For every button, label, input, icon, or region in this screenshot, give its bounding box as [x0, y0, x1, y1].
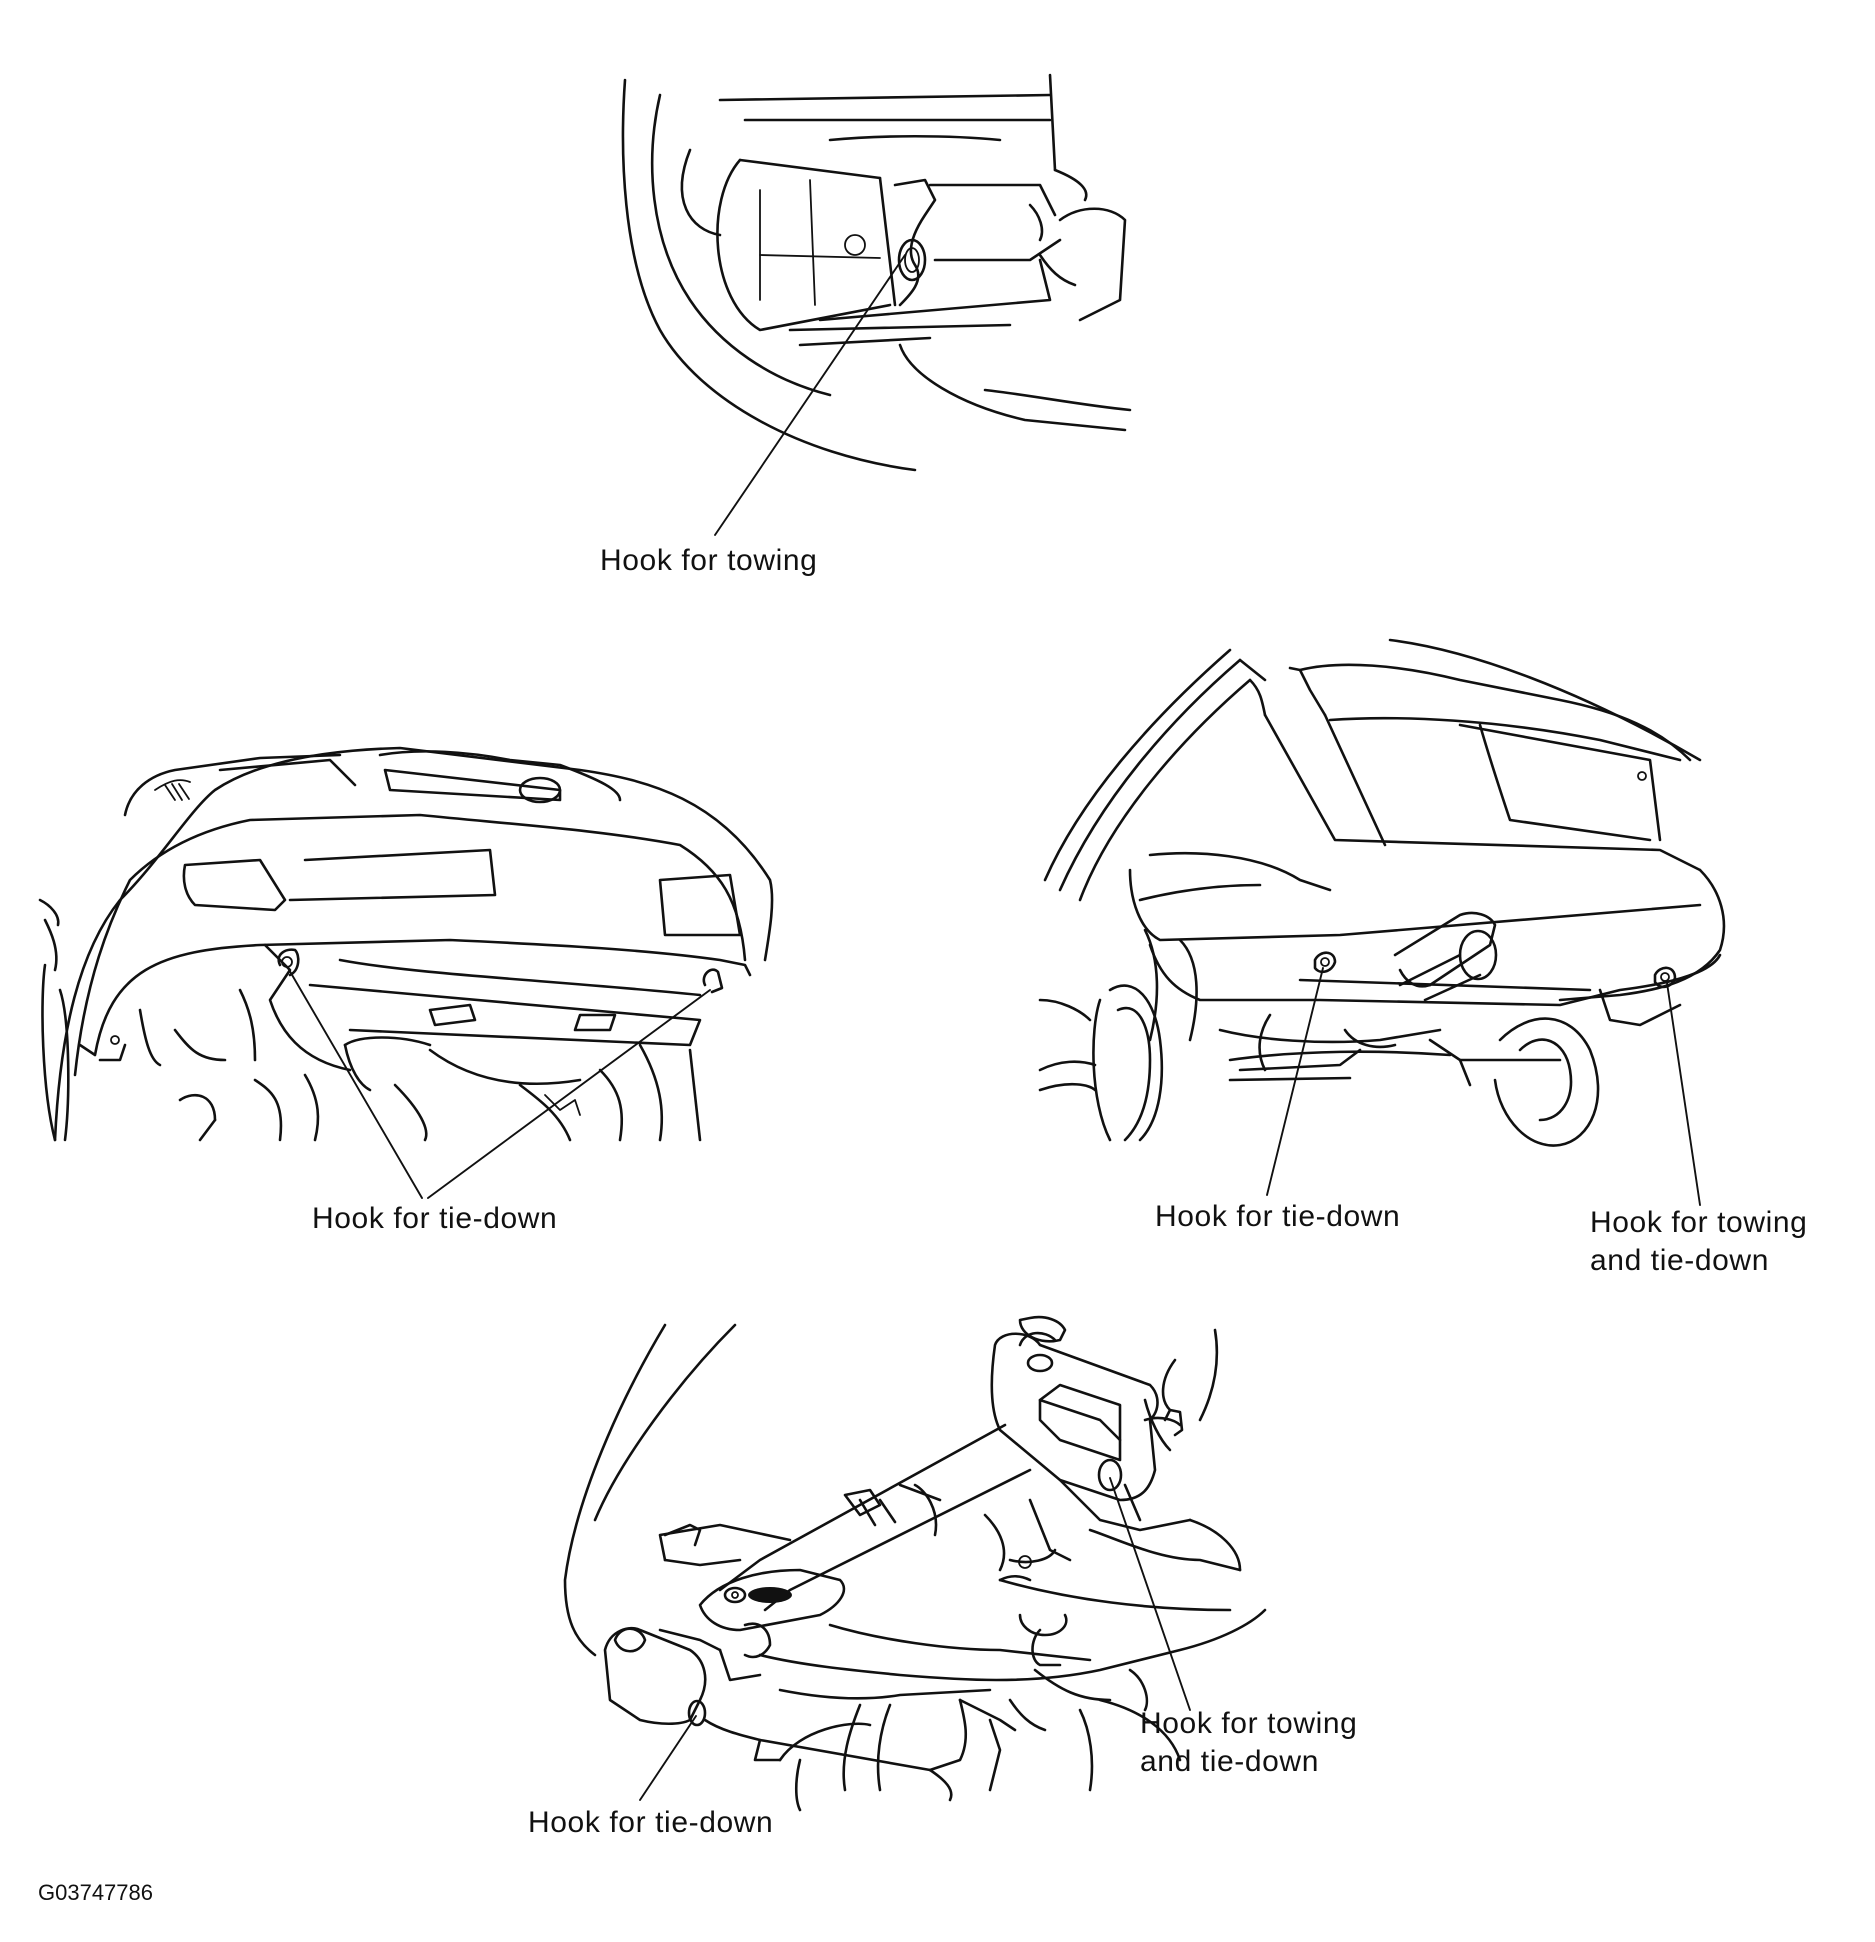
underside-frame-view: Hook for towing and tie-down Hook for ti…	[528, 1315, 1357, 1839]
label-hook-for-tie-down-under: Hook for tie-down	[528, 1806, 773, 1839]
label-hook-for-towing-top: Hook for towing	[600, 544, 817, 577]
label-hook-for-towing-rear-line2: and tie-down	[1590, 1244, 1769, 1277]
label-hook-for-towing-under-line1: Hook for towing	[1140, 1707, 1357, 1740]
label-hook-for-towing-under-line2: and tie-down	[1140, 1745, 1319, 1778]
label-hook-for-towing-rear-line1: Hook for towing	[1590, 1206, 1807, 1239]
figure-code: G03747786	[38, 1880, 153, 1905]
top-view-towing-hook: Hook for towing	[600, 73, 1132, 577]
label-hook-for-tie-down-rear: Hook for tie-down	[1155, 1200, 1400, 1233]
rear-bumper-view: Hook for tie-down Hook for towing and ti…	[1038, 638, 1807, 1277]
label-hook-for-tie-down-front: Hook for tie-down	[312, 1202, 557, 1235]
front-bumper-view: Hook for tie-down	[38, 746, 774, 1235]
